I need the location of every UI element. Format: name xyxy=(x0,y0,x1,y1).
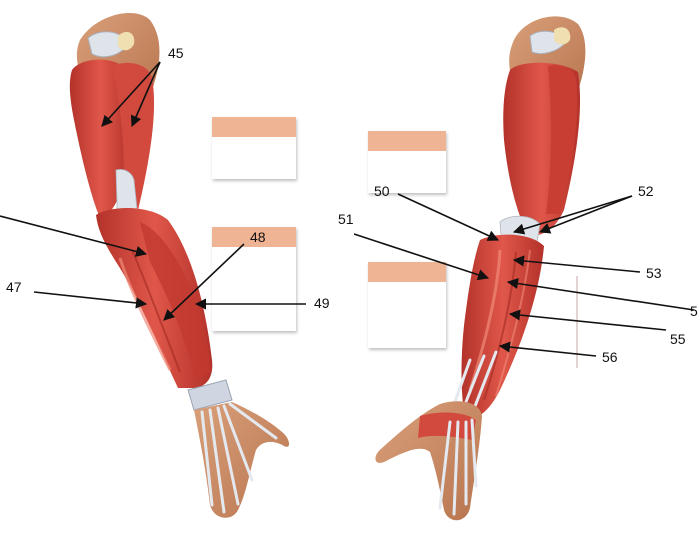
leader-51 xyxy=(353,233,490,281)
leader-55 xyxy=(508,309,667,331)
label-card-1[interactable] xyxy=(212,117,296,179)
label-48: 48 xyxy=(250,229,266,245)
leader-lines xyxy=(0,61,695,357)
label-56: 56 xyxy=(602,349,618,365)
label-card-2[interactable] xyxy=(212,227,296,331)
leader-50 xyxy=(397,193,500,241)
label-45: 45 xyxy=(168,45,184,61)
leader-56 xyxy=(498,341,597,357)
label-55: 55 xyxy=(670,331,686,347)
leader-52b xyxy=(538,195,633,234)
leader-48 xyxy=(163,243,245,321)
leader-53 xyxy=(512,255,641,273)
leader-46 xyxy=(0,215,148,257)
label-card-4[interactable] xyxy=(368,262,446,348)
left-arm-illustration xyxy=(69,12,290,518)
label-card-3[interactable] xyxy=(368,131,446,193)
label-51: 51 xyxy=(338,211,354,227)
label-49: 49 xyxy=(314,295,330,311)
label-52: 52 xyxy=(638,183,654,199)
label-54: 5 xyxy=(690,303,698,319)
leader-52a xyxy=(512,195,633,235)
label-50: 50 xyxy=(374,183,390,199)
leader-54 xyxy=(506,277,695,311)
leader-45b xyxy=(130,61,161,128)
leader-47 xyxy=(33,291,148,309)
leader-45a xyxy=(101,61,161,127)
right-arm-illustration xyxy=(375,16,586,521)
label-53: 53 xyxy=(646,265,662,281)
label-47: 47 xyxy=(6,279,22,295)
